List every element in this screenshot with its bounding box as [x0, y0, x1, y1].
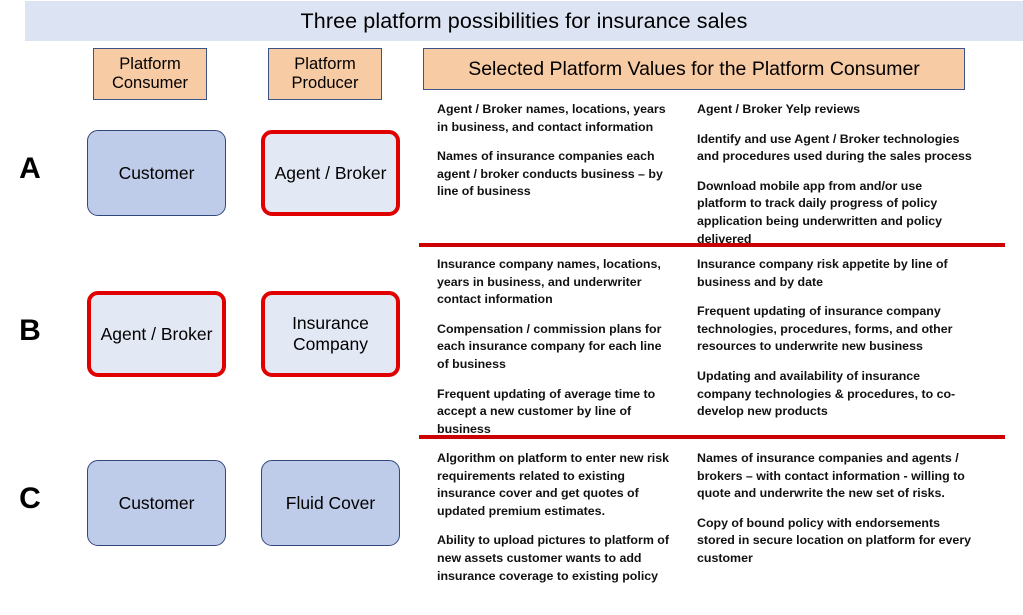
entity-box-b-consumer: Agent / Broker	[87, 291, 226, 377]
value-item: Ability to upload pictures to platform o…	[437, 533, 669, 583]
row-letter-c: C	[19, 482, 41, 515]
value-item: Names of insurance companies each agent …	[437, 149, 663, 199]
value-item: Frequent updating of insurance company t…	[697, 304, 953, 354]
diagram-title-bar: Three platform possibilities for insuran…	[25, 1, 1023, 41]
value-list-c-left: Algorithm on platform to enter new risk …	[437, 450, 669, 585]
value-item: Copy of bound policy with endorsements s…	[697, 515, 972, 566]
entity-box-a-consumer: Customer	[87, 130, 226, 216]
value-item: Names of insurance companies and agents …	[697, 451, 965, 501]
column-header-platform-producer: Platform Producer	[268, 48, 382, 100]
column-header-selected-values: Selected Platform Values for the Platfor…	[423, 48, 965, 90]
value-item: Agent / Broker names, locations, years i…	[437, 102, 666, 134]
value-item: Algorithm on platform to enter new risk …	[437, 451, 669, 518]
value-item: Identify and use Agent / Broker technolo…	[697, 131, 972, 164]
value-item: Insurance company risk appetite by line …	[697, 257, 948, 289]
value-item: Download mobile app from and/or use plat…	[697, 178, 943, 246]
value-list-b-left: Insurance company names, locations, year…	[437, 256, 669, 438]
page-title: Three platform possibilities for insuran…	[300, 8, 748, 33]
value-list-c-right: Names of insurance companies and agents …	[697, 450, 973, 568]
value-list-b-right: Insurance company risk appetite by line …	[697, 256, 973, 421]
value-list-a-left: Agent / Broker names, locations, years i…	[437, 101, 669, 201]
value-item: Frequent updating of average time to acc…	[437, 386, 656, 436]
row-divider-1	[419, 243, 1005, 247]
entity-box-a-producer: Agent / Broker	[261, 130, 400, 216]
row-letter-a: A	[19, 152, 41, 185]
entity-box-b-producer: Insurance Company	[261, 291, 400, 377]
row-divider-2	[419, 435, 1005, 439]
value-item: Agent / Broker Yelp reviews	[697, 102, 860, 116]
value-item: Updating and availability of insurance c…	[697, 369, 956, 419]
value-item: Insurance company names, locations, year…	[437, 257, 661, 307]
value-item: Compensation / commission plans for each…	[437, 321, 662, 372]
row-letter-b: B	[19, 314, 41, 347]
entity-box-c-consumer: Customer	[87, 460, 226, 546]
column-header-platform-consumer: Platform Consumer	[93, 48, 207, 100]
entity-box-c-producer: Fluid Cover	[261, 460, 400, 546]
